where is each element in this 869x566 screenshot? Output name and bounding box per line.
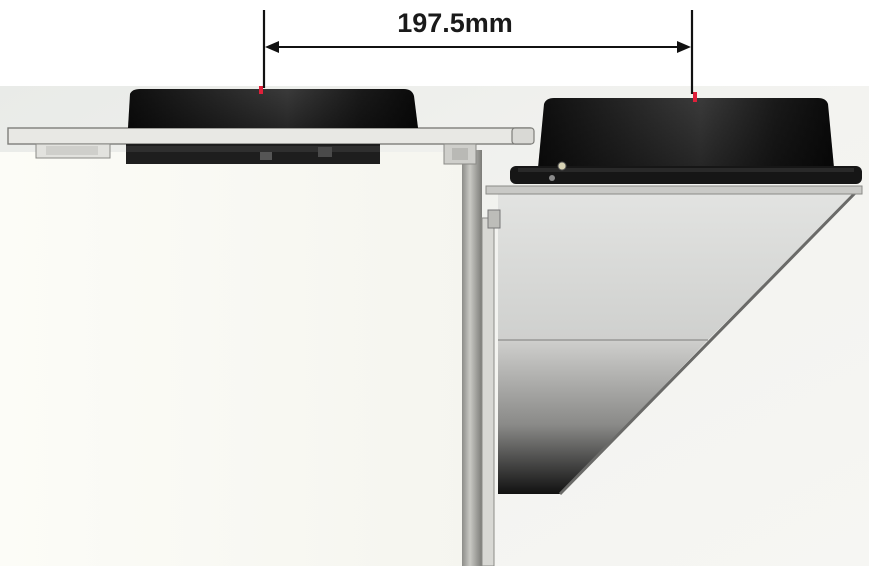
enclosure-left: [0, 152, 472, 566]
right-antenna: [510, 98, 862, 184]
left-center-marker: [259, 86, 263, 94]
right-arrowhead: [677, 41, 691, 53]
reflector-funnel: [485, 185, 863, 496]
dimension-line: [265, 41, 691, 53]
left-antenna: [126, 89, 418, 164]
right-center-marker: [693, 92, 697, 102]
dimension-label: 197.5mm: [397, 8, 513, 38]
left-arrowhead: [265, 41, 279, 53]
support-rail: [462, 150, 501, 566]
mounting-plate: [7, 127, 535, 165]
